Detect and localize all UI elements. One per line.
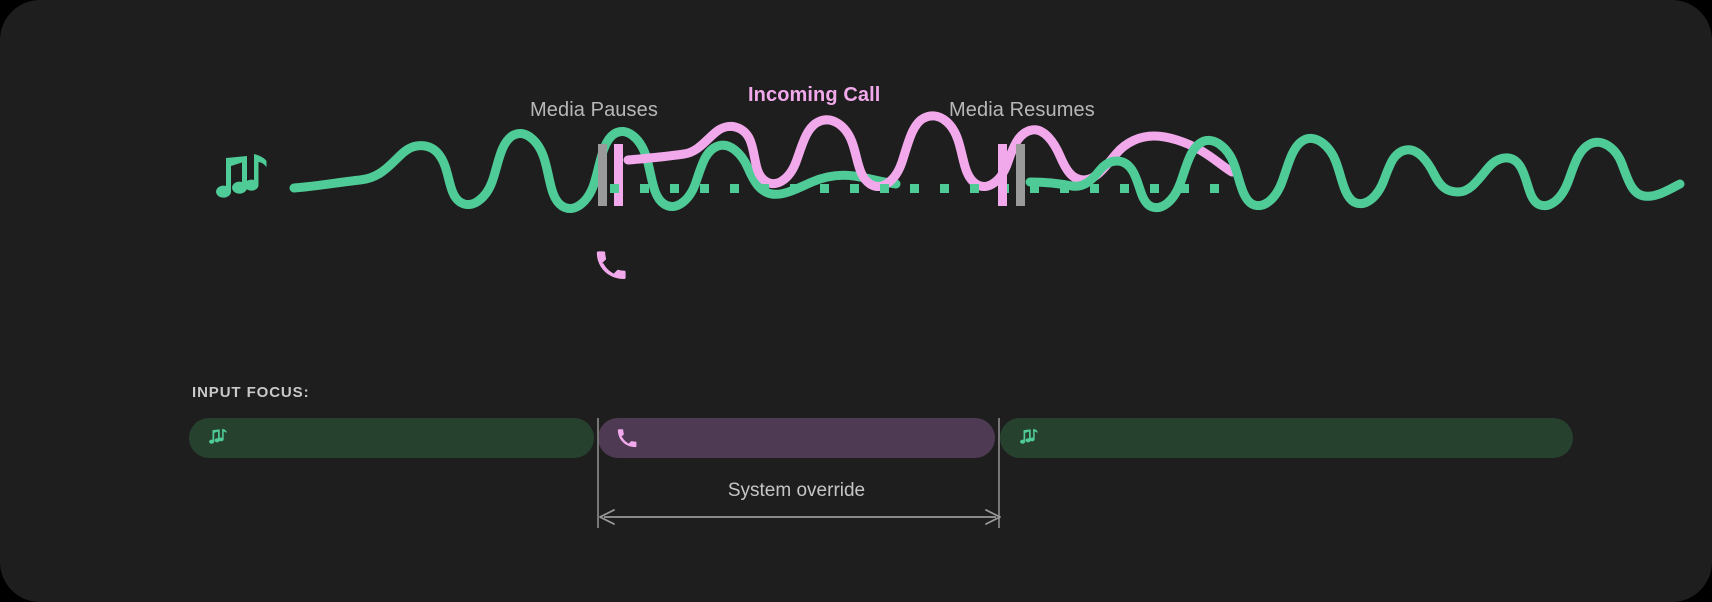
pause-marker-gray xyxy=(598,144,607,206)
override-caption: System override xyxy=(727,480,866,501)
focus-bar-media-before[interactable] xyxy=(189,418,594,458)
override-guide-left xyxy=(597,418,599,528)
label-media-pauses: Media Pauses xyxy=(530,99,658,121)
focus-bar-media-after[interactable] xyxy=(1000,418,1573,458)
audio-timeline: Media Pauses Incoming Call Media Resumes xyxy=(216,84,1685,280)
resume-marker-pink-bar xyxy=(998,144,1007,206)
focus-bar-call[interactable] xyxy=(598,418,995,458)
waveform-call xyxy=(623,111,1237,191)
music-notes-icon xyxy=(1020,428,1038,444)
waveform-media-after xyxy=(1025,134,1685,212)
music-notes-icon xyxy=(209,428,227,444)
phone-icon xyxy=(617,429,637,448)
waveform-graphic xyxy=(289,111,1685,213)
input-focus-heading: INPUT FOCUS: xyxy=(192,384,310,401)
phone-icon xyxy=(596,251,626,280)
label-media-resumes: Media Resumes xyxy=(949,99,1095,121)
pause-marker-pink xyxy=(614,144,623,206)
label-incoming-call: Incoming Call xyxy=(748,84,881,106)
override-guide-right xyxy=(998,418,1000,528)
ducked-media-dotted-line xyxy=(610,184,1219,193)
override-span-arrow xyxy=(599,509,1001,525)
music-notes-icon xyxy=(216,154,267,198)
resume-marker-gray-bar xyxy=(1016,144,1025,206)
